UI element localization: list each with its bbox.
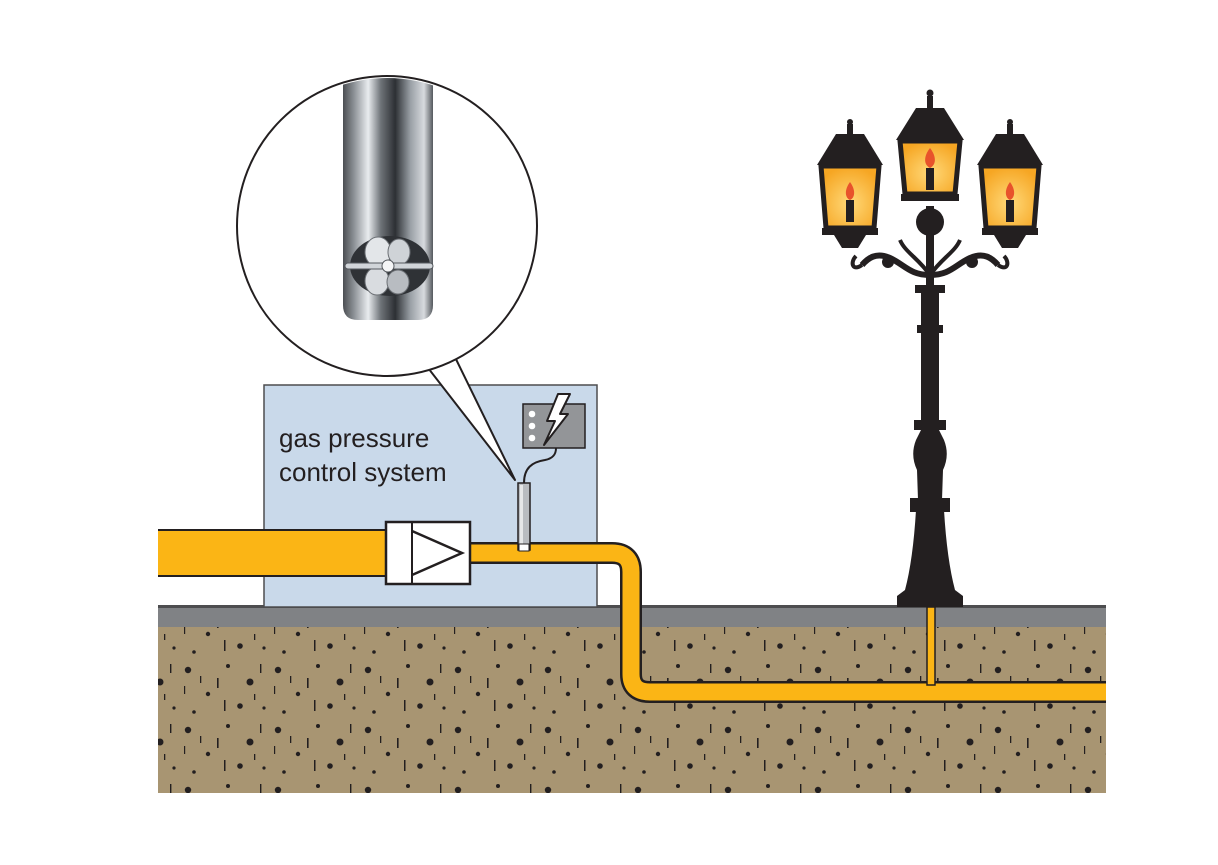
probe-closeup: [343, 78, 434, 320]
magnifier-callout-icon: [236, 75, 538, 481]
flame-icon: [925, 148, 935, 168]
flame-icon: [1005, 182, 1015, 200]
sensor-propeller: [344, 236, 434, 296]
gas-street-lamp-icon: [817, 89, 1043, 607]
label-line-1: gas pressure: [279, 423, 429, 453]
check-valve-icon: [384, 520, 472, 586]
lightning-bolt-icon: [543, 393, 571, 446]
lamp-lantern-right: [977, 119, 1043, 248]
lamp-lantern-left: [817, 119, 883, 248]
electrical-box: [522, 393, 586, 449]
inlet-gas-pipe: [158, 529, 388, 577]
flow-sensor-probe-icon: [517, 482, 531, 552]
flame-icon: [845, 182, 855, 200]
control-system-label: gas pressure control system: [279, 423, 447, 487]
label-line-2: control system: [279, 457, 447, 487]
lamp-lantern-center: [896, 89, 964, 201]
sensor-cable: [523, 447, 557, 484]
